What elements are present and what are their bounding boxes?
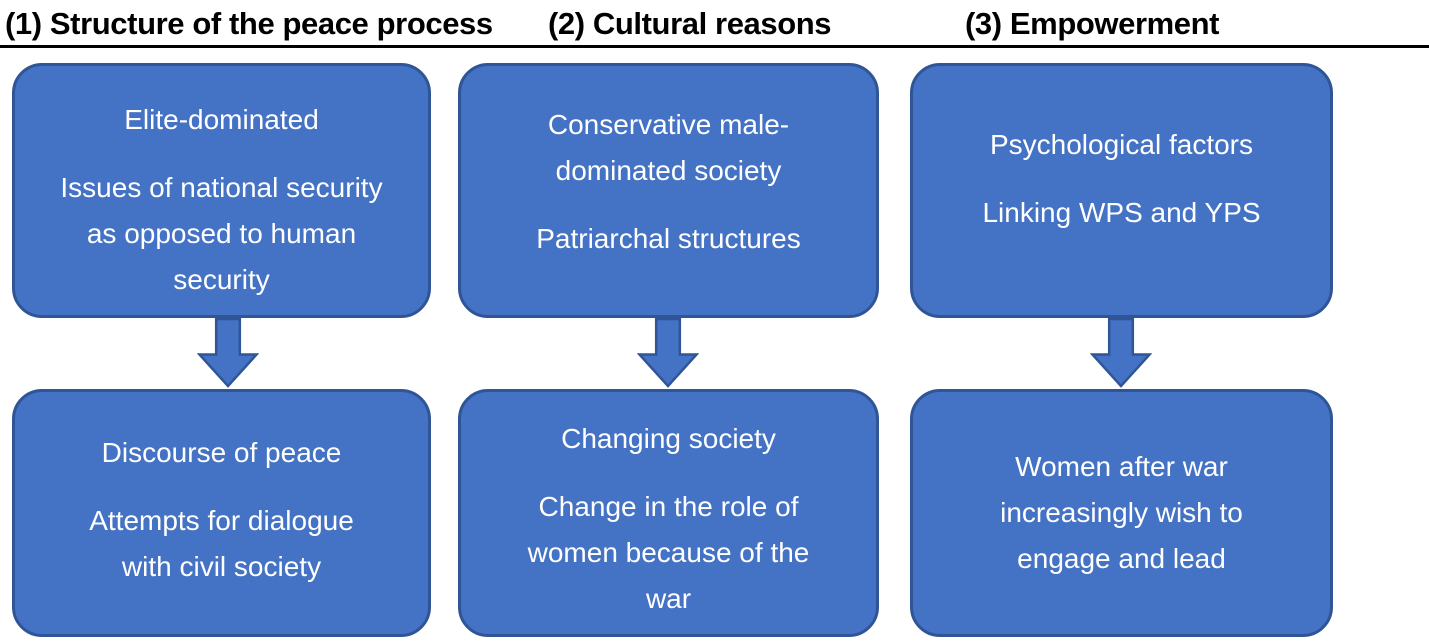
box-paragraph: Psychological factors: [989, 129, 1253, 160]
column-3-top-box: Psychological factors Linking WPS and YP…: [910, 63, 1333, 318]
box-paragraph: Change in the role of women because of t…: [527, 491, 810, 614]
column-3-header: (3) Empowerment: [965, 6, 1220, 41]
column-2-bottom-box: Changing society Change in the role of w…: [458, 389, 879, 637]
column-1-top-box: Elite-dominated Issues of national secur…: [12, 63, 431, 318]
box-paragraph: Conservative male- dominated society: [547, 109, 790, 186]
column-2-header: (2) Cultural reasons: [548, 6, 832, 41]
column-1-bottom-box: Discourse of peace Attempts for dialogue…: [12, 389, 431, 637]
box-paragraph: Linking WPS and YPS: [982, 197, 1261, 228]
down-arrow-icon: [197, 318, 259, 388]
box-paragraph: Changing society: [561, 423, 776, 454]
box-paragraph: Discourse of peace: [101, 437, 342, 468]
column-1-header: (1) Structure of the peace process: [5, 6, 493, 41]
box-paragraph: Elite-dominated: [124, 104, 319, 135]
down-arrow-icon: [1090, 318, 1152, 388]
down-arrow-icon: [637, 318, 699, 388]
column-3-bottom-box: Women after war increasingly wish to eng…: [910, 389, 1333, 637]
box-paragraph: Women after war increasingly wish to eng…: [1000, 451, 1243, 574]
box-paragraph: Attempts for dialogue with civil society: [89, 505, 354, 582]
header-divider-line: [0, 45, 1429, 48]
column-2-top-box: Conservative male- dominated society Pat…: [458, 63, 879, 318]
box-paragraph: Patriarchal structures: [536, 223, 801, 254]
box-paragraph: Issues of national security as opposed t…: [60, 172, 383, 295]
